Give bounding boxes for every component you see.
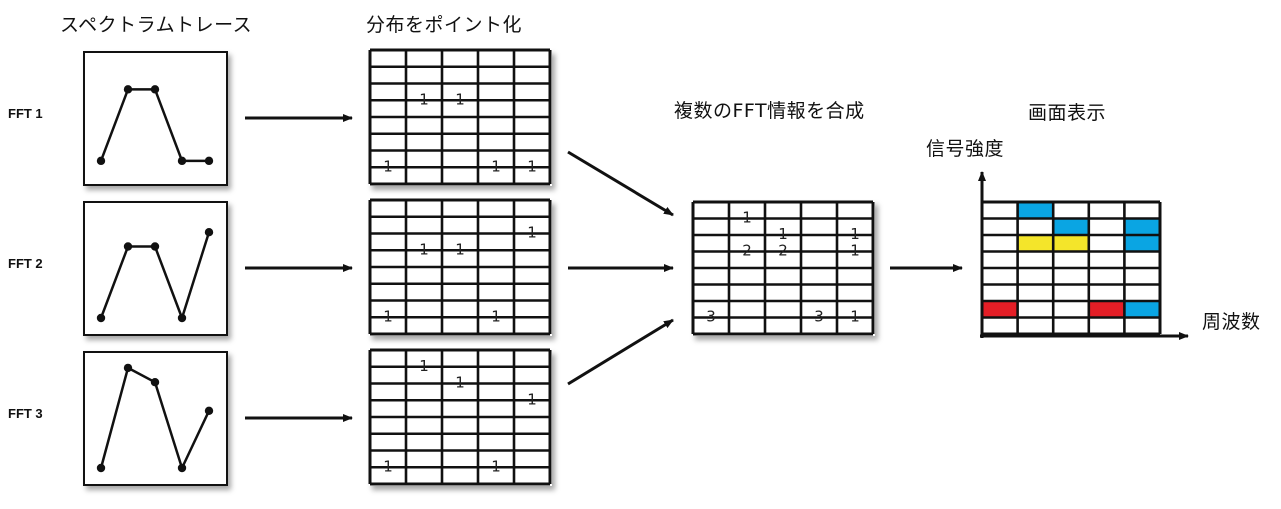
cell-count-label: 1 xyxy=(527,157,537,175)
display-cell-blue xyxy=(1017,202,1054,219)
cell-count-label: 1 xyxy=(491,307,501,325)
display-cell-yellow xyxy=(1017,235,1054,252)
display-cell-yellow xyxy=(1053,235,1089,252)
display-cell-red xyxy=(1088,301,1125,318)
trace-point-4 xyxy=(177,313,187,323)
trace-point-4 xyxy=(177,156,187,166)
cell-count-label: 1 xyxy=(419,357,429,375)
display-cell-blue xyxy=(1124,218,1160,235)
cell-count-label: 1 xyxy=(778,225,788,243)
axis-label-frequency: 周波数 xyxy=(1202,311,1261,333)
header-spectrum-trace: スペクトラムトレース xyxy=(60,14,253,36)
trace-point-2 xyxy=(123,242,133,251)
trace-point-1 xyxy=(96,313,106,323)
trace-point-5 xyxy=(204,406,214,415)
cell-count-label: 3 xyxy=(706,308,716,326)
cell-count-label: 1 xyxy=(383,307,393,325)
cell-count-label: 3 xyxy=(814,308,824,326)
cell-count-label: 1 xyxy=(850,242,860,260)
trace-point-4 xyxy=(177,463,187,473)
cell-count-label: 1 xyxy=(527,224,537,242)
spectrum-trace-2 xyxy=(96,228,214,323)
arrow-grid-3-to-combined xyxy=(567,318,674,386)
trace-point-3 xyxy=(150,242,160,251)
cell-count-label: 1 xyxy=(491,157,501,175)
cell-count-label: 1 xyxy=(419,240,429,258)
cell-count-label: 1 xyxy=(419,90,429,108)
spectrum-trace-panel-2 xyxy=(83,201,228,336)
trace-line xyxy=(99,88,209,163)
cell-count-label: 1 xyxy=(527,390,537,408)
trace-point-3 xyxy=(150,85,160,94)
flow-arrows xyxy=(245,114,963,422)
trace-point-2 xyxy=(123,363,133,373)
trace-point-5 xyxy=(204,156,214,166)
trace-point-5 xyxy=(204,228,214,237)
cell-count-label: 1 xyxy=(455,374,465,392)
arrow-grid-1-to-combined xyxy=(567,150,674,217)
header-screen-display: 画面表示 xyxy=(1028,102,1107,124)
spectrum-trace-1 xyxy=(96,85,214,166)
trace-point-3 xyxy=(150,378,160,387)
trace-point-1 xyxy=(96,463,106,473)
point-grid-1: 1 1 1 1 1 xyxy=(368,48,552,186)
display-cell-blue xyxy=(1124,301,1160,318)
display-cell-blue xyxy=(1053,218,1089,235)
cell-count-label: 1 xyxy=(455,90,465,108)
display-cell-red xyxy=(982,301,1018,318)
cell-count-label: 1 xyxy=(383,157,393,175)
fft-label-3: FFT 3 xyxy=(8,406,43,421)
spectrum-trace-3 xyxy=(96,363,214,473)
display-cell-blue xyxy=(1124,235,1160,252)
axis-label-signal-strength: 信号強度 xyxy=(926,138,1005,160)
header-combine-fft: 複数のFFT情報を合成 xyxy=(674,100,865,122)
display-grid xyxy=(980,200,1162,336)
fft-label-2: FFT 2 xyxy=(8,256,43,271)
cell-count-label: 1 xyxy=(850,308,860,326)
point-grid-3: 1 1 1 1 1 xyxy=(368,348,552,486)
trace-point-1 xyxy=(96,156,106,166)
spectrum-trace-panel-1 xyxy=(83,51,228,186)
cell-count-label: 2 xyxy=(778,242,788,260)
cell-count-label: 1 xyxy=(850,225,860,243)
trace-point-2 xyxy=(123,85,133,94)
display-axes xyxy=(978,171,1189,340)
fft-label-1: FFT 1 xyxy=(8,106,43,121)
cell-count-label: 1 xyxy=(383,457,393,475)
cell-count-label: 1 xyxy=(742,209,752,227)
cell-count-label: 2 xyxy=(742,242,752,260)
cell-count-label: 1 xyxy=(455,240,465,258)
spectrum-trace-panel-3 xyxy=(83,351,228,486)
cell-count-label: 1 xyxy=(491,457,501,475)
point-grid-2: 1 1 1 1 1 xyxy=(368,198,552,336)
header-point-distribution: 分布をポイント化 xyxy=(366,14,523,36)
